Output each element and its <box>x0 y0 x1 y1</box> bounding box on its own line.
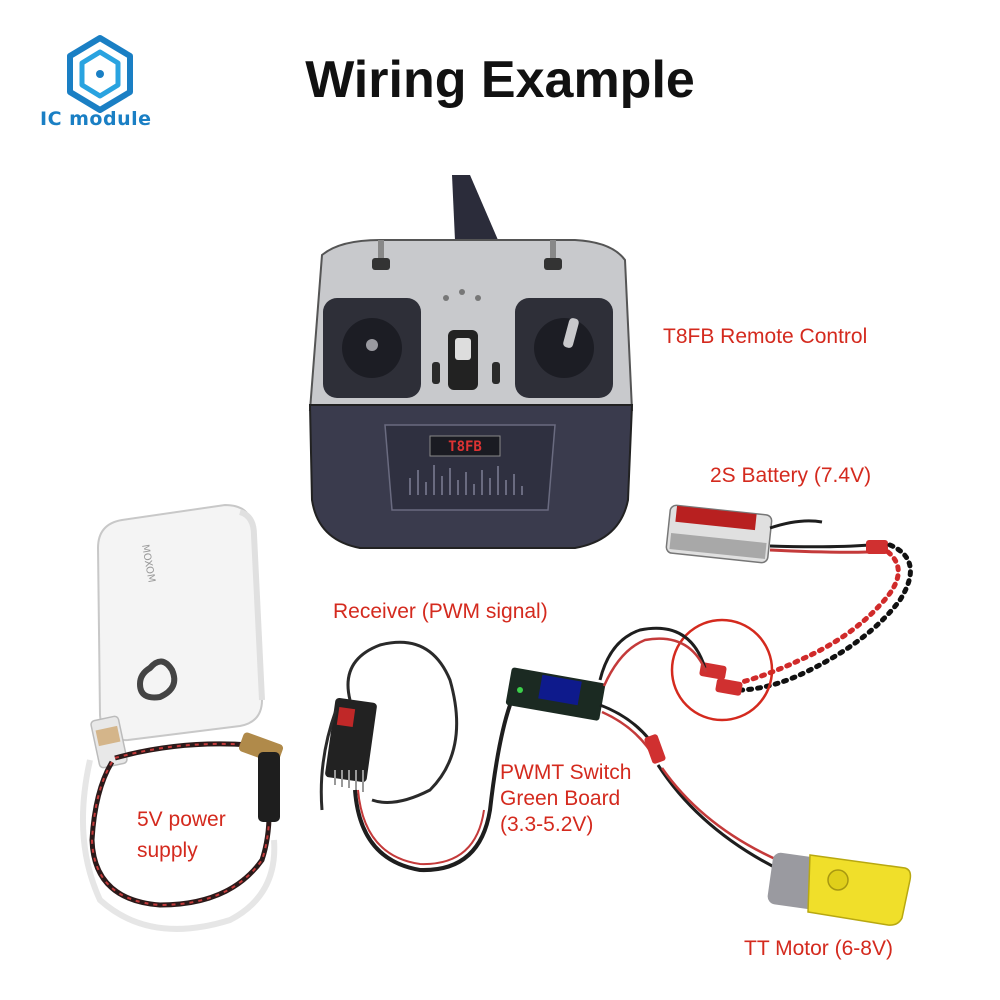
label-battery: 2S Battery (7.4V) <box>710 464 872 487</box>
label-motor: TT Motor (6-8V) <box>744 937 893 960</box>
remote-screen-text: T8FB <box>448 439 482 455</box>
label-power-supply: 5V power supply <box>137 804 226 866</box>
label-switch-line1: PWMT Switch <box>500 761 632 784</box>
brand-name: IC module <box>40 108 152 130</box>
label-switch-board: PWMT Switch Green Board (3.3-5.2V) <box>500 760 631 838</box>
label-power-line1: 5V power <box>137 808 226 831</box>
motor-image <box>767 852 912 926</box>
battery-image <box>665 504 773 564</box>
ic-module-logo-icon <box>67 35 133 113</box>
label-remote-control: T8FB Remote Control <box>663 325 868 348</box>
label-power-line2: supply <box>137 839 198 862</box>
remote-control-image: T8FB <box>308 175 634 549</box>
switch-board-image <box>505 667 606 721</box>
label-receiver: Receiver (PWM signal) <box>333 600 548 623</box>
power-bank-image: MOXOM <box>96 503 265 742</box>
label-switch-line2: Green Board <box>500 787 621 810</box>
receiver-image <box>325 697 377 792</box>
page-title: Wiring Example <box>305 51 695 109</box>
label-switch-line3: (3.3-5.2V) <box>500 813 594 836</box>
